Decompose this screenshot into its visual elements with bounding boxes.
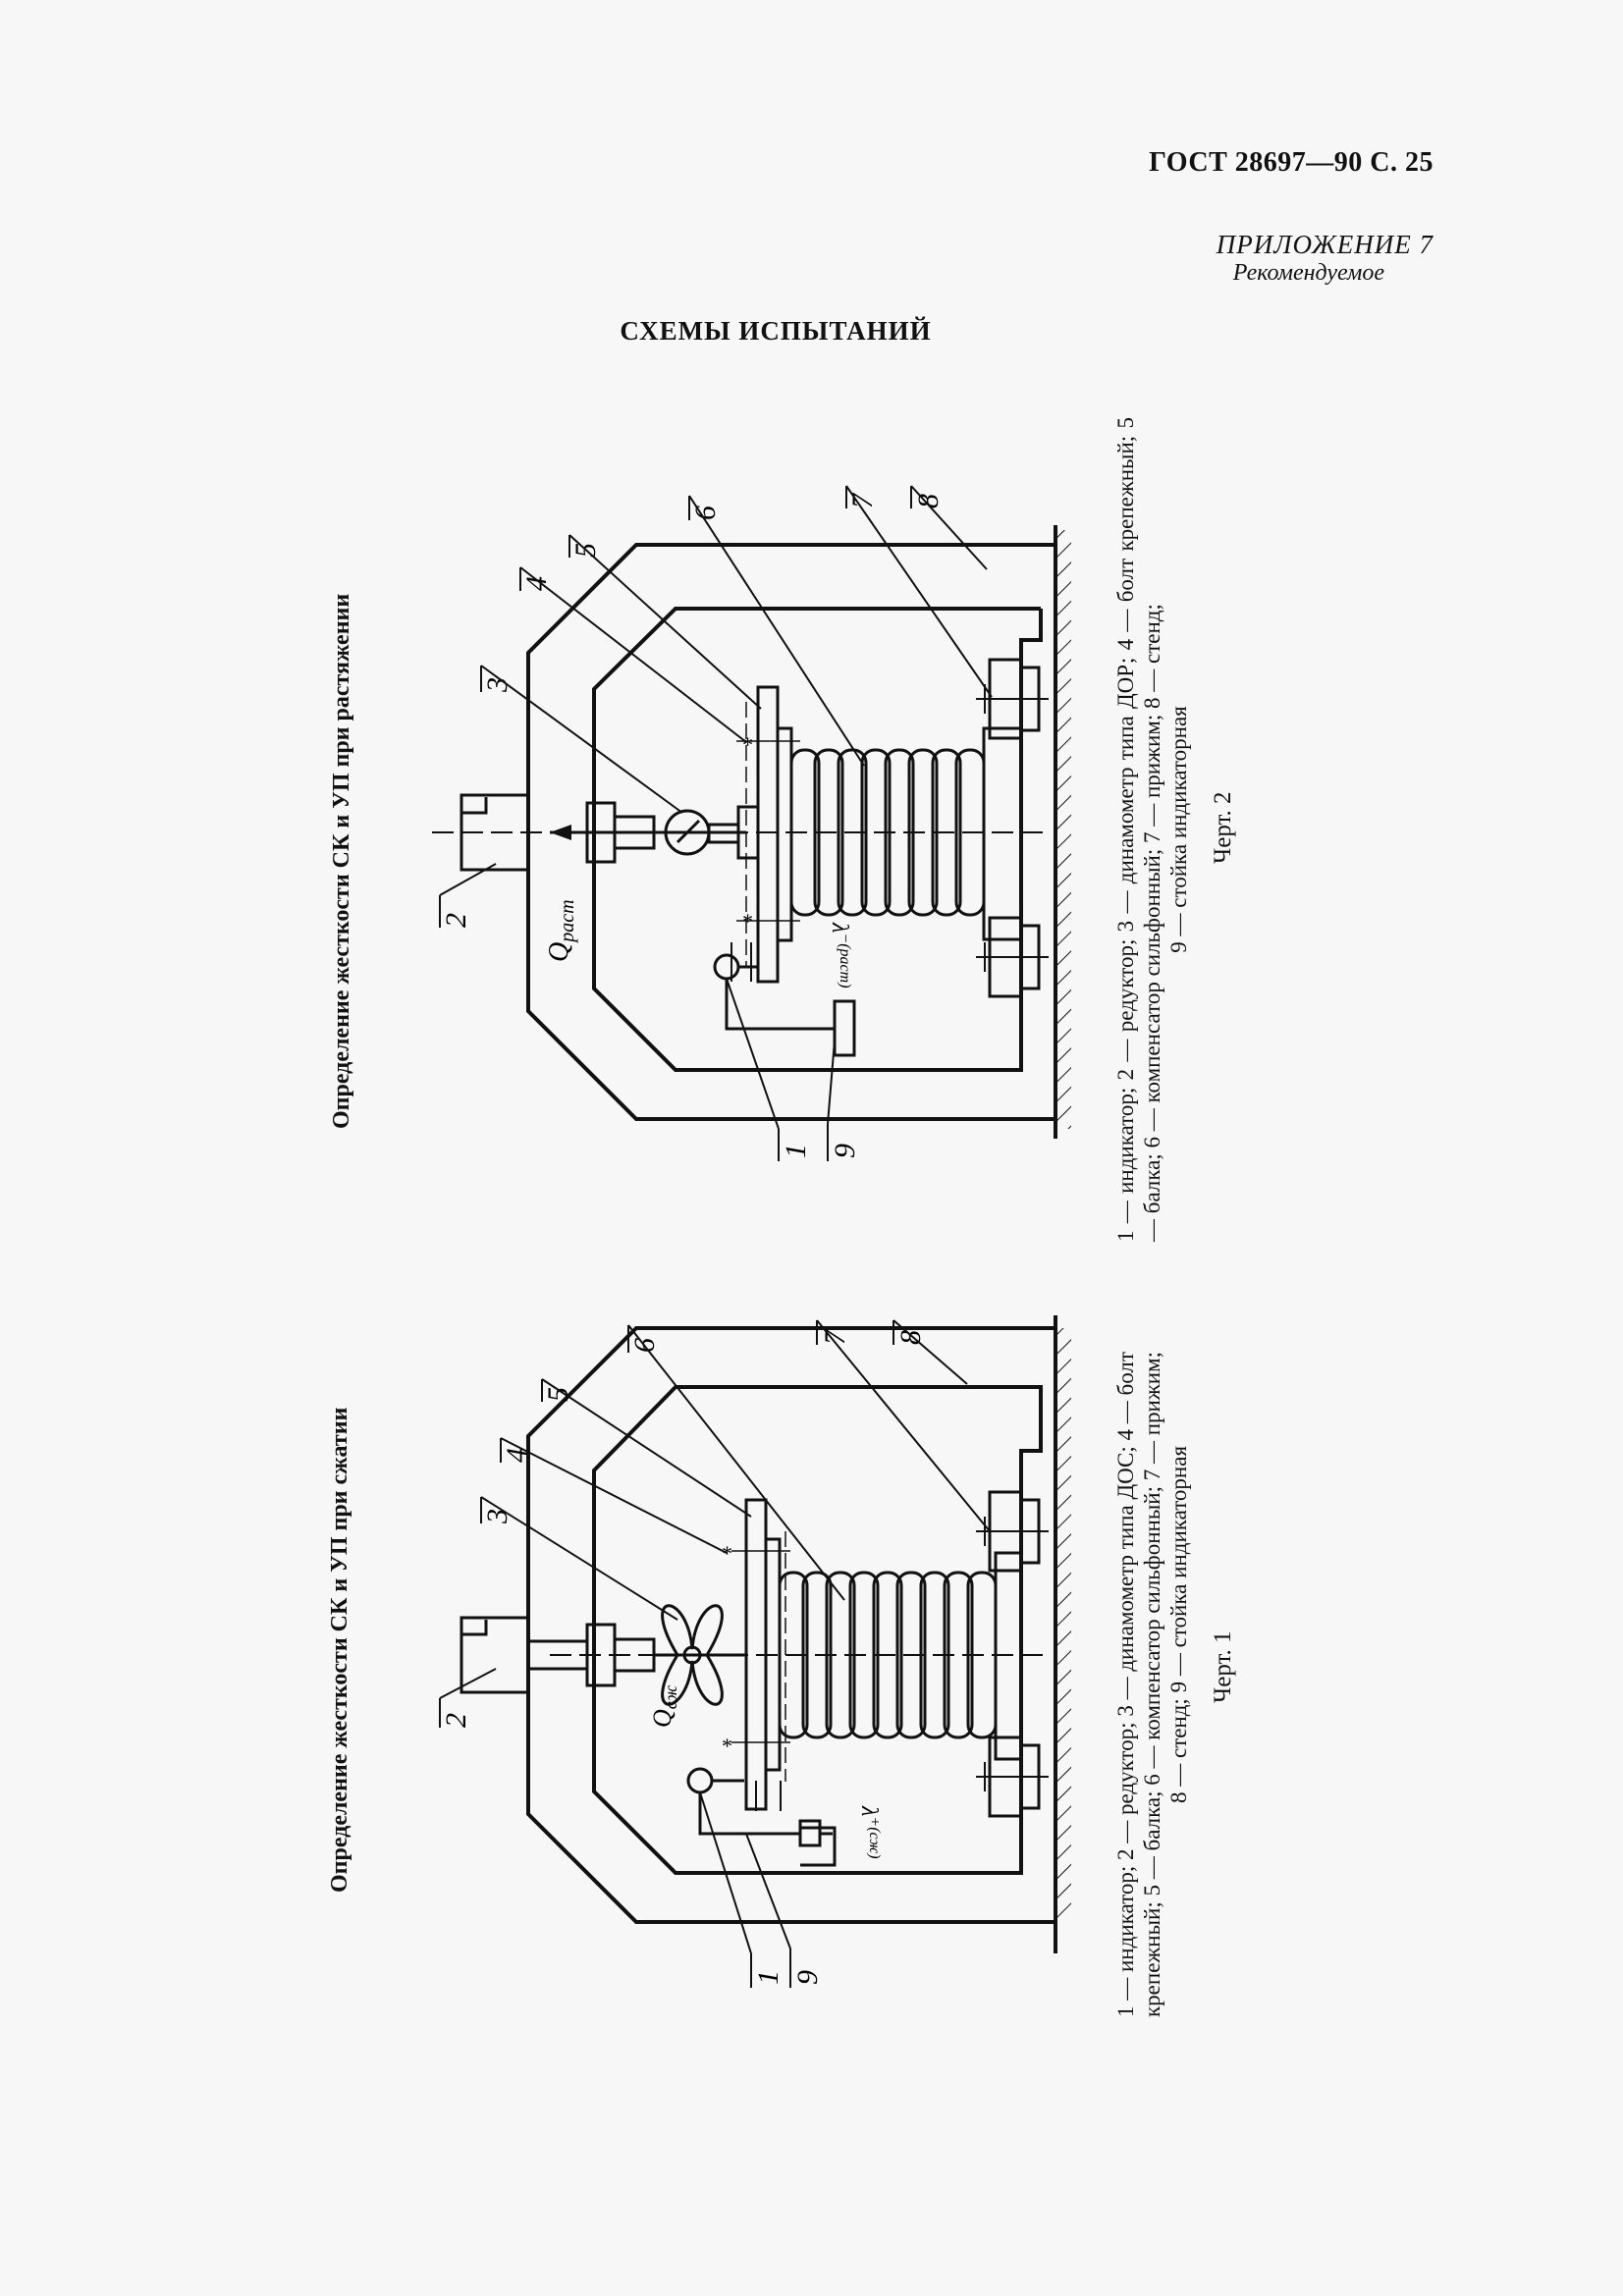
fig1-callout-4: 4 [501, 1448, 533, 1463]
fig1-indicator-stand [698, 1792, 837, 1867]
fig1-callout-5: 5 [542, 1387, 574, 1402]
fig1-callout-8: 8 [894, 1330, 927, 1345]
page-title: СХЕМЫ ИСПЫТАНИЙ [620, 316, 932, 346]
appendix-title: ПРИЛОЖЕНИЕ 7 [1216, 230, 1434, 259]
figure-2-drawing: * * Qраст λ−(раст) [432, 485, 1071, 1161]
svg-text:*: * [721, 1734, 731, 1758]
fig1-callout-1: 1 [752, 1970, 784, 1985]
figure-1-drawing: * * Qсж [439, 1315, 1071, 1988]
fig1-displacement-label: λ+(сж) [856, 1805, 883, 1859]
fig2-displacement-label: λ−(раст) [827, 922, 853, 988]
document-header: ГОСТ 28697—90 С. 25 [1149, 147, 1434, 178]
fig1-stand-inner [592, 1385, 1043, 1875]
fig1-callouts: 1 2 3 4 5 6 7 8 9 [439, 1319, 991, 1988]
fig2-callout-8: 8 [912, 494, 945, 508]
fig1-callout-3: 3 [481, 1509, 514, 1524]
svg-text:*: * [741, 732, 752, 757]
fig2-indicator-stand [725, 979, 856, 1057]
fig2-callouts: 1 2 3 4 5 6 7 8 9 [439, 485, 993, 1161]
fig2-callout-2: 2 [440, 913, 472, 928]
fig2-indicator [713, 953, 740, 981]
appendix-note: Рекомендуемое [1232, 260, 1384, 286]
fig2-callout-3: 3 [481, 677, 514, 693]
fig2-callout-1: 1 [780, 1144, 812, 1158]
fig2-stand-inner [592, 607, 1043, 1072]
fig1-callout-9: 9 [791, 1970, 824, 1985]
fig1-indicator [686, 1767, 714, 1794]
fig2-callout-9: 9 [829, 1144, 861, 1158]
fig1-callout-2: 2 [440, 1713, 472, 1728]
fig2-callout-6: 6 [689, 506, 722, 520]
fig2-beam [756, 685, 780, 984]
fig2-force-label: Qраст [544, 899, 578, 962]
fig1-force-label: Qсж [648, 1684, 680, 1728]
